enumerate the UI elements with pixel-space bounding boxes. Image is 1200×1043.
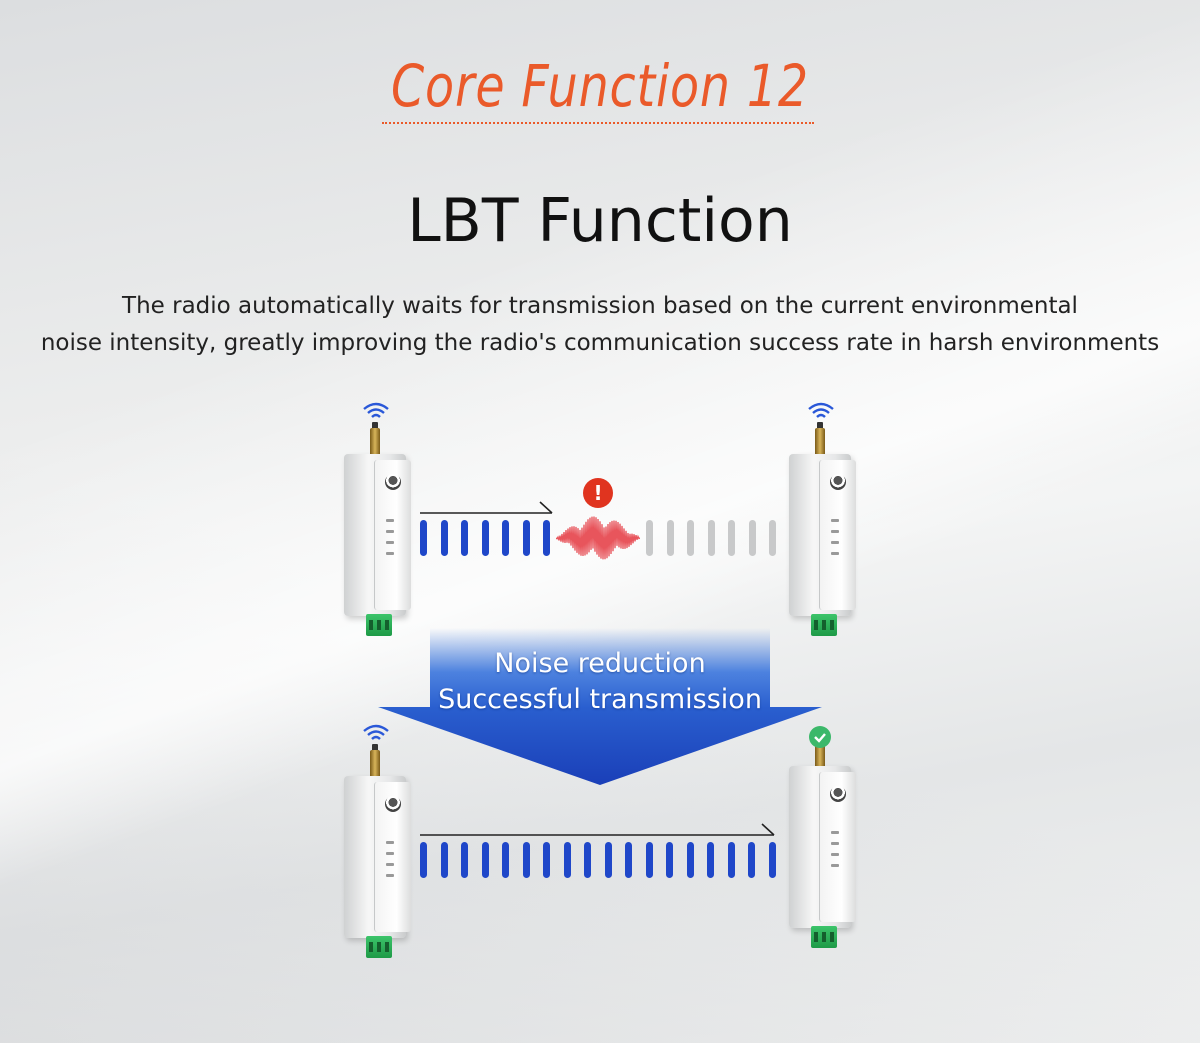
wifi-icon (808, 402, 834, 418)
signal-bar (563, 842, 571, 878)
signal-bar (727, 842, 735, 878)
signal-bar (769, 520, 776, 556)
signal-bar (687, 520, 694, 556)
signal-bar (543, 842, 550, 878)
signal-bar (461, 520, 468, 556)
signal-bar (440, 842, 448, 878)
down-arrow-icon (378, 707, 822, 785)
wifi-icon (363, 724, 389, 740)
signal-bar (584, 842, 591, 878)
signal-bar (502, 842, 509, 878)
signal-bar (645, 842, 653, 878)
transmit-arrow-top (420, 501, 553, 514)
check-icon (809, 726, 831, 748)
transmit-arrow-bottom (420, 823, 775, 836)
signal-bar (666, 842, 673, 878)
signal-bar (420, 520, 427, 556)
signal-bar (748, 520, 756, 556)
transition-line-1: Noise reduction (494, 648, 706, 679)
signal-bar (522, 842, 530, 878)
page-title: LBT Function (407, 186, 793, 256)
description-line-2: noise intensity, greatly improving the r… (40, 330, 1160, 356)
signal-bar (543, 520, 550, 556)
signal-bar (604, 842, 612, 878)
signal-bar (502, 520, 509, 556)
kicker-underline (382, 122, 814, 124)
signal-bar (707, 842, 714, 878)
signal-bar (522, 520, 530, 556)
signal-bar (768, 842, 776, 878)
signal-bar (707, 520, 715, 556)
noise-waveform (556, 516, 640, 560)
transition-line-2: Successful transmission (438, 684, 762, 715)
signal-bar (728, 520, 735, 556)
description-line-1: The radio automatically waits for transm… (122, 293, 1078, 319)
signal-bar (481, 520, 489, 556)
signal-bar (420, 842, 427, 878)
signal-bar (625, 842, 632, 878)
description: The radio automatically waits for transm… (0, 288, 1200, 362)
signal-bar (461, 842, 468, 878)
wifi-icon (363, 402, 389, 418)
signal-bar (646, 520, 653, 556)
signal-bar (748, 842, 755, 878)
signal-bar (440, 520, 448, 556)
signal-bar (481, 842, 489, 878)
section-kicker: Core Function 12 (391, 52, 809, 120)
exclamation-icon: ! (583, 478, 613, 508)
signal-bar (666, 520, 674, 556)
transition-band (430, 628, 770, 708)
signal-bar (686, 842, 694, 878)
